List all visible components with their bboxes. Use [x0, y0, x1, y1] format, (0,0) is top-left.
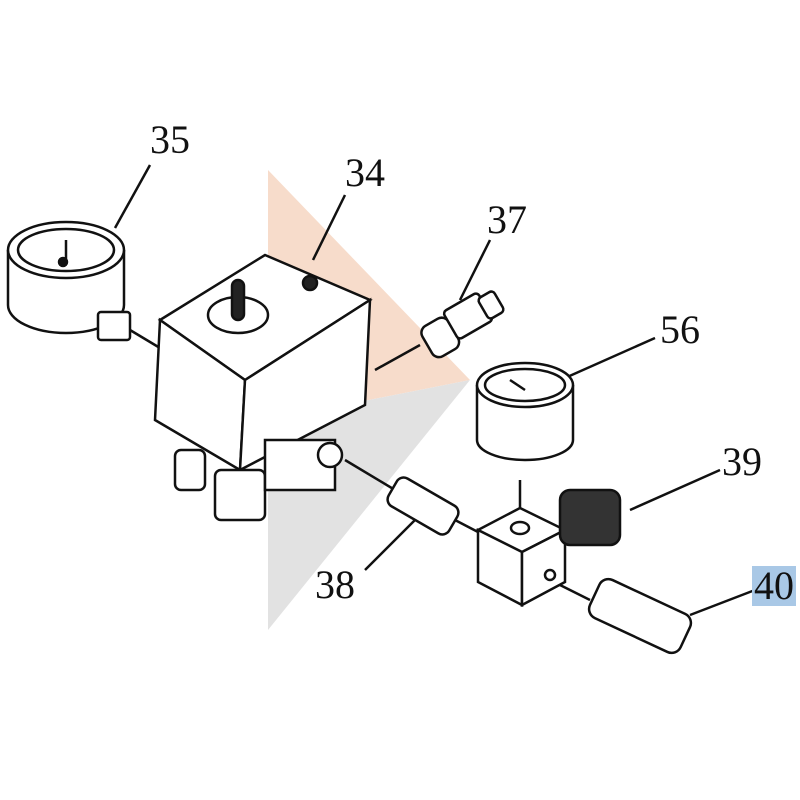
part-40-quick-coupler [587, 577, 693, 655]
part-37-unloader-valve [420, 290, 505, 359]
part-label-39[interactable]: 39 [722, 439, 762, 484]
part-34-pressure-switch [153, 253, 373, 522]
part-label-38[interactable]: 38 [315, 562, 355, 607]
part-39-regulator [475, 488, 622, 608]
part-label-56[interactable]: 56 [660, 307, 700, 352]
part-35-pressure-gauge [6, 220, 132, 342]
part-label-35[interactable]: 35 [150, 117, 190, 162]
part-label-34[interactable]: 34 [345, 150, 385, 195]
part-56-pressure-gauge [475, 361, 575, 462]
part-label-37[interactable]: 37 [487, 197, 527, 242]
part-label-40-selected[interactable]: 40 [752, 563, 796, 608]
part-38-nipple [386, 476, 460, 536]
